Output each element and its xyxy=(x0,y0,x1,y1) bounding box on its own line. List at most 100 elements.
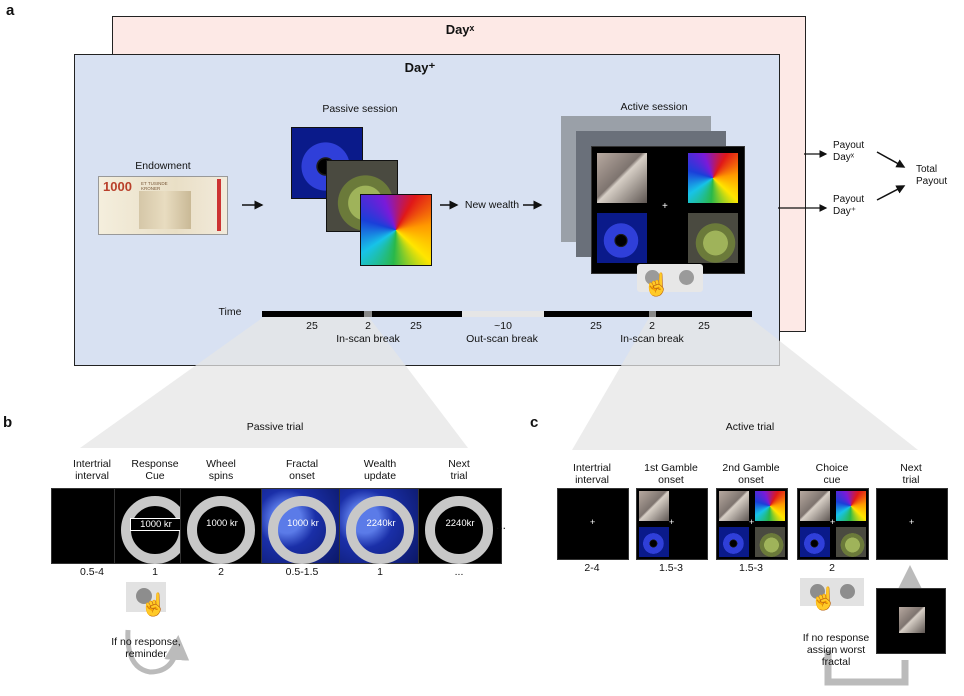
fractal-image xyxy=(639,491,669,521)
no-response-text-1: If no response xyxy=(802,632,870,644)
wheel-icon xyxy=(346,496,414,564)
wheel-icon xyxy=(187,496,255,564)
active-column-label: 1st Gamble xyxy=(644,462,698,474)
timeline-scan-segment xyxy=(544,311,649,317)
fractal-image xyxy=(597,153,647,203)
banknote-value: 1000 xyxy=(103,179,132,194)
active-column-label: Intertrial xyxy=(573,462,611,474)
no-response-text-3: fractal xyxy=(821,656,851,668)
active-column-label: cue xyxy=(823,474,841,486)
timeline-tick: 2 xyxy=(365,320,371,332)
timeline-break-segment xyxy=(364,311,372,317)
wealth-amount: 1000 kr xyxy=(130,518,182,531)
passive-trial-screen: 1000 kr xyxy=(261,488,345,564)
active-column-label: Choice xyxy=(815,462,849,474)
fractal-image xyxy=(719,491,749,521)
pointing-hand-icon: ☝ xyxy=(140,592,168,617)
passive-trial-screen: 2240kr xyxy=(339,488,423,564)
passive-column-label: trial xyxy=(450,470,468,482)
active-column-label: Next xyxy=(900,462,922,474)
banknote-image: 1000 ET TUSINDE KRONER xyxy=(98,176,228,235)
zoom-shadow-active xyxy=(572,316,918,450)
passive-session-label: Passive session xyxy=(322,103,398,115)
banknote-text: ET TUSINDE KRONER xyxy=(141,181,168,191)
pointing-hand-icon: ☝ xyxy=(643,272,671,297)
reminder-text-2: reminder xyxy=(125,648,167,660)
banknote-bridge xyxy=(139,191,191,229)
wealth-amount: 1000 kr xyxy=(287,518,319,529)
reminder-text-1: If no response, xyxy=(111,636,181,648)
pointing-hand-icon: ☝ xyxy=(810,586,838,611)
timeline-tick: 25 xyxy=(410,320,422,332)
duration-label: 0.5-4 xyxy=(80,566,104,578)
zoom-shadow-passive xyxy=(80,316,468,448)
fractal-image xyxy=(597,213,647,263)
active-trial-screen: + xyxy=(797,488,869,560)
duration-label: 1 xyxy=(377,566,383,578)
button-box: ☝ xyxy=(637,264,703,297)
fractal-image xyxy=(836,527,866,557)
passive-column-label: interval xyxy=(75,470,109,482)
worst-fractal-screen xyxy=(876,588,946,654)
endowment-label: Endowment xyxy=(135,160,191,172)
passive-trial-screen: 2240kr xyxy=(418,488,502,564)
payout-day-plus-label: Payout Day⁺ xyxy=(833,194,865,217)
button-icon xyxy=(136,588,152,604)
fixation-cross: + xyxy=(749,517,755,527)
active-trial-screen: + xyxy=(636,488,708,560)
active-column-label: 2nd Gamble xyxy=(722,462,780,474)
fixation-cross: + xyxy=(909,517,915,527)
wealth-amount: 2240kr xyxy=(445,518,475,529)
active-trial-screen: + xyxy=(557,488,629,560)
fractal-image xyxy=(836,491,866,521)
passive-column-label: Fractal xyxy=(285,458,319,470)
active-trial-title: Active trial xyxy=(725,421,775,433)
reminder-loop-arrow xyxy=(125,629,190,675)
fractal-image xyxy=(688,153,738,203)
total-payout-label: Total Payout xyxy=(916,164,948,187)
duration-label: 2-4 xyxy=(584,562,600,574)
ellipsis: ... xyxy=(496,518,507,532)
no-response-text-2: assign worst xyxy=(806,644,866,656)
new-wealth-label: New wealth xyxy=(464,199,520,211)
wheel-icon xyxy=(268,496,336,564)
fixation-cross: + xyxy=(590,517,596,527)
timeline-break-label: In-scan break xyxy=(620,333,684,345)
passive-column-label: onset xyxy=(289,470,315,482)
no-response-path xyxy=(824,650,909,686)
passive-column-label: Wheel xyxy=(206,458,236,470)
arrow-payout-x-total xyxy=(876,151,906,168)
passive-trial-screen: 1000 kr xyxy=(180,488,264,564)
duration-label: 2 xyxy=(218,566,224,578)
fractal-image xyxy=(719,527,749,557)
day-x-title: Dayˣ xyxy=(445,22,475,37)
fractal-image xyxy=(688,213,738,263)
day-plus-title: Day⁺ xyxy=(404,60,436,75)
fractal-image xyxy=(755,491,785,521)
fractal-image xyxy=(639,527,669,557)
payout-day-x-label: Payout Dayˣ xyxy=(833,140,865,163)
duration-label: 1 xyxy=(152,566,158,578)
active-session-screen: + xyxy=(591,146,745,274)
panel-label-c: c xyxy=(530,414,539,431)
right-button-icon xyxy=(679,270,694,285)
fixation-cross: + xyxy=(662,201,668,212)
duration-label: 0.5-1.5 xyxy=(285,566,319,578)
timeline-scan-segment xyxy=(656,311,752,317)
passive-column-label: Cue xyxy=(145,470,165,482)
duration-label: ... xyxy=(454,566,464,578)
wealth-amount: 1000 kr xyxy=(206,518,238,529)
fractal-image xyxy=(755,527,785,557)
active-column-label: interval xyxy=(575,474,609,486)
passive-column-label: Response xyxy=(131,458,179,470)
reminder-button-box: ☝ xyxy=(126,582,167,617)
timeline-tick: 2 xyxy=(649,320,655,332)
duration-label: 1.5-3 xyxy=(739,562,763,574)
timeline-tick: 25 xyxy=(306,320,318,332)
fixation-cross: + xyxy=(669,517,675,527)
arrow-payout-plus-total xyxy=(876,185,906,201)
panel-label-a: a xyxy=(6,2,15,19)
choice-button-box: ☝ xyxy=(800,578,864,611)
passive-column-label: spins xyxy=(208,470,234,482)
